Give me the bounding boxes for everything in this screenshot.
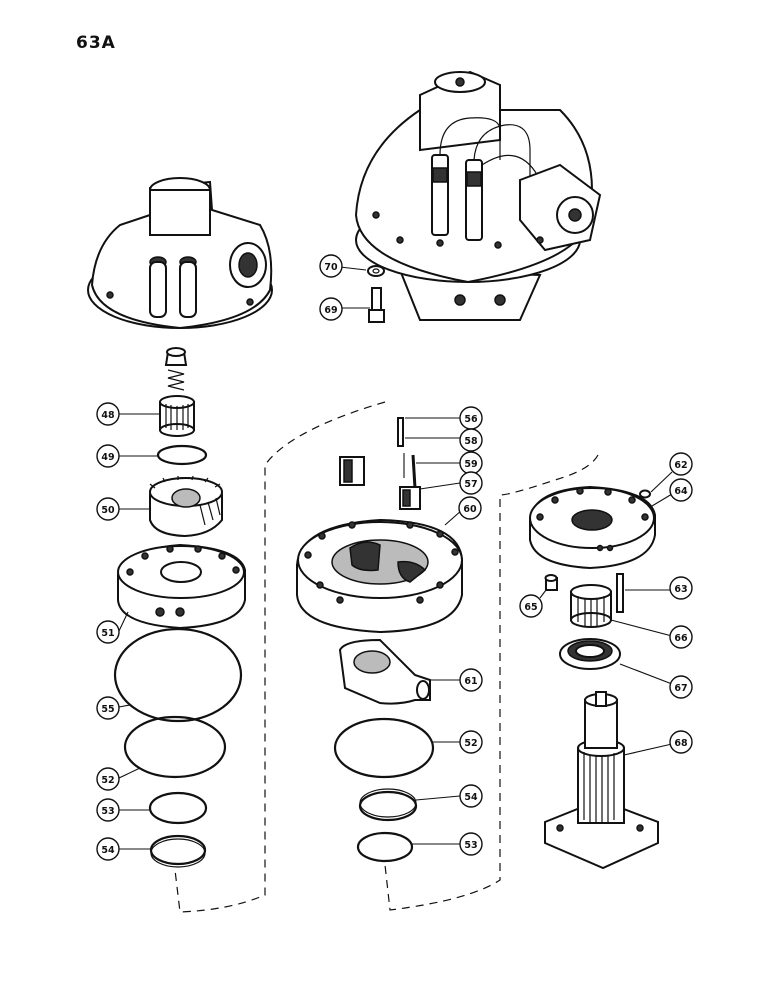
svg-text:56: 56 [464,414,478,425]
svg-text:65: 65 [524,602,537,613]
housing [87,177,273,330]
svg-text:52: 52 [464,738,477,749]
leader-lines [118,266,673,850]
part-61-rotor [338,638,431,705]
svg-text:64: 64 [674,486,688,497]
part-62-ball [639,489,651,499]
svg-text:67: 67 [674,683,687,694]
svg-text:70: 70 [324,262,338,273]
callout-60: 60 [458,496,482,520]
svg-text:48: 48 [101,410,115,421]
svg-text:50: 50 [101,505,115,516]
dashed-group-right [384,454,599,911]
part-53-seal-center [356,831,414,863]
callout-48: 48 [96,402,120,426]
svg-text:61: 61 [464,676,477,687]
part-50-gear [149,475,223,538]
part-52-o-ring-center [333,717,435,779]
callout-49: 49 [96,444,120,468]
callout-54-left: 54 [96,837,120,861]
plug-and-spring [164,347,188,391]
svg-text:69: 69 [324,305,337,316]
callout-67: 67 [669,675,693,699]
svg-text:62: 62 [674,460,687,471]
pump-assembly [354,70,602,321]
callout-61: 61 [459,668,483,692]
callout-68: 68 [669,730,693,754]
callout-52-left: 52 [96,767,120,791]
part-54-seal-center [358,790,418,822]
callout-58: 58 [459,428,483,452]
callout-59: 59 [459,451,483,475]
part-52-o-ring-left [123,715,227,779]
svg-text:66: 66 [674,633,688,644]
part-51-flange-plate [117,543,246,630]
svg-text:60: 60 [463,504,477,515]
svg-text:63: 63 [674,584,687,595]
svg-text:51: 51 [101,628,114,639]
svg-text:53: 53 [101,806,114,817]
part-70-washer [367,265,385,277]
svg-text:54: 54 [464,792,478,803]
callout-55: 55 [96,696,120,720]
svg-text:57: 57 [464,479,477,490]
callout-66: 66 [669,625,693,649]
callout-51: 51 [96,620,120,644]
vane-block [339,456,365,486]
svg-text:49: 49 [101,452,114,463]
part-59-rod [411,454,417,489]
part-56-pin [397,417,404,447]
part-68-shaft [544,691,659,870]
callout-63: 63 [669,576,693,600]
svg-text:52: 52 [101,775,114,786]
svg-text:55: 55 [101,704,114,715]
callout-70: 70 [319,254,343,278]
part-69-bolt [368,287,385,323]
svg-text:58: 58 [464,436,478,447]
svg-text:59: 59 [464,459,477,470]
part-49-snap-ring [156,444,208,466]
part-48-bearing [159,395,195,437]
part-66-bearing [570,584,612,628]
part-63-pin [616,573,624,613]
part-53-seal-left [148,791,208,825]
part-60-ring-housing [296,518,463,634]
part-54-seal-left [149,834,207,866]
callout-54-center: 54 [459,784,483,808]
callout-56: 56 [459,406,483,430]
callout-53-left: 53 [96,798,120,822]
part-67-seal [559,638,621,670]
part-64-end-plate [529,485,656,570]
svg-text:53: 53 [464,840,477,851]
page-label: 63A [76,33,116,53]
part-55-o-ring [113,627,243,723]
svg-text:54: 54 [101,845,115,856]
callout-53-center: 53 [459,832,483,856]
callout-64: 64 [669,478,693,502]
svg-text:68: 68 [674,738,688,749]
callout-62: 62 [669,452,693,476]
part-65-plug [544,574,558,591]
part-57-vane [399,486,421,510]
callout-52-center: 52 [459,730,483,754]
callout-65: 65 [519,594,543,618]
callout-57: 57 [459,471,483,495]
callout-50: 50 [96,497,120,521]
callout-69: 69 [319,297,343,321]
